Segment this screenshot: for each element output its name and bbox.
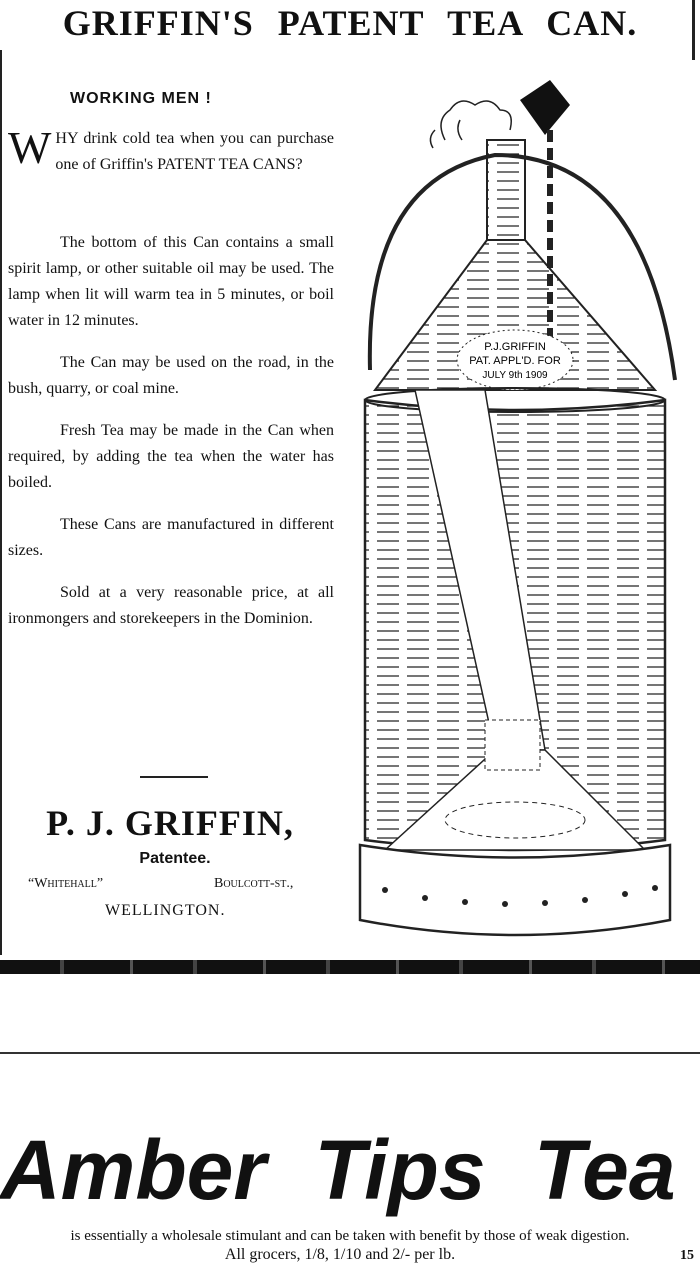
cork-icon [520, 80, 570, 135]
divider-rule [0, 1052, 700, 1054]
spirit-lamp-icon [484, 719, 541, 771]
ad2-title: Amber Tips Tea [0, 1123, 676, 1217]
separator [140, 776, 208, 778]
patentee-role: Patentee. [139, 850, 211, 867]
tea-can-illustration: P.J.GRIFFIN PAT. APPL'D. FOR JULY 9th 19… [358, 80, 677, 937]
steam-icon [429, 100, 512, 149]
ad-title: GRIFFIN'S PATENT TEA CAN. [62, 3, 638, 43]
address-city: WELLINGTON. [105, 902, 226, 919]
body-text: The bottom of this Can contains a small … [8, 230, 334, 648]
paragraph: Fresh Tea may be made in the Can when re… [8, 422, 334, 491]
can-base [358, 843, 672, 937]
rivets [382, 885, 658, 907]
patentee-name: P. J. GRIFFIN, [46, 803, 294, 843]
ad2-tagline: is essentially a wholesale stimulant and… [70, 1228, 630, 1244]
border-right [692, 0, 695, 60]
label-line: PAT. APPL'D. FOR [469, 355, 561, 367]
can-neck [486, 139, 526, 241]
can-cone [373, 239, 658, 391]
ad2-prices: All grocers, 1/8, 1/10 and 2/- per lb. [224, 1246, 456, 1263]
label-line: P.J.GRIFFIN [484, 341, 546, 353]
intro-text: HY drink cold tea when you can purchase … [55, 130, 334, 173]
paragraph: These Cans are manufactured in different… [8, 516, 334, 559]
border-left [0, 50, 2, 955]
ad-heading: WORKING MEN ! [70, 90, 212, 107]
divider-band [0, 960, 700, 974]
paragraph: The Can may be used on the road, in the … [8, 354, 334, 397]
label-line: JULY 9th 1909 [482, 370, 548, 381]
paragraph: The bottom of this Can contains a small … [8, 234, 334, 329]
drop-cap: W [8, 122, 52, 173]
address-house: “Whitehall” [28, 876, 104, 891]
address-street: Boulcott-st., [214, 876, 294, 891]
ad2-mark: 15 [680, 1248, 694, 1263]
can-label [456, 329, 574, 391]
paragraph: Sold at a very reasonable price, at all … [8, 584, 334, 627]
